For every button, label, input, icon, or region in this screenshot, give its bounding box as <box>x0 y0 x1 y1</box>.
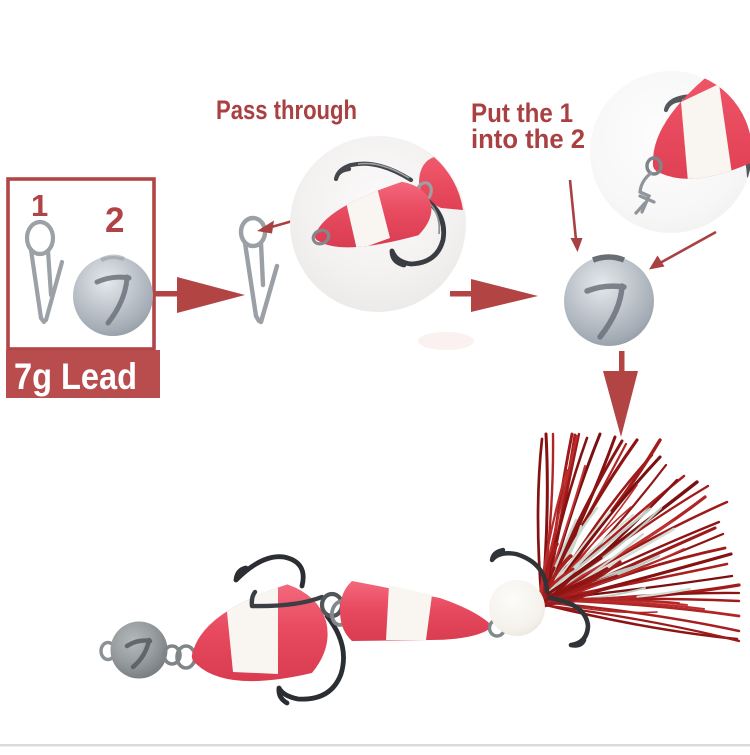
svg-text:2: 2 <box>105 201 124 240</box>
svg-text:1: 1 <box>31 188 48 223</box>
svg-text:into the 2: into the 2 <box>471 124 585 154</box>
svg-text:7g Lead: 7g Lead <box>14 356 137 397</box>
svg-text:Put the 1: Put the 1 <box>471 98 573 128</box>
svg-text:Pass through: Pass through <box>216 95 357 125</box>
